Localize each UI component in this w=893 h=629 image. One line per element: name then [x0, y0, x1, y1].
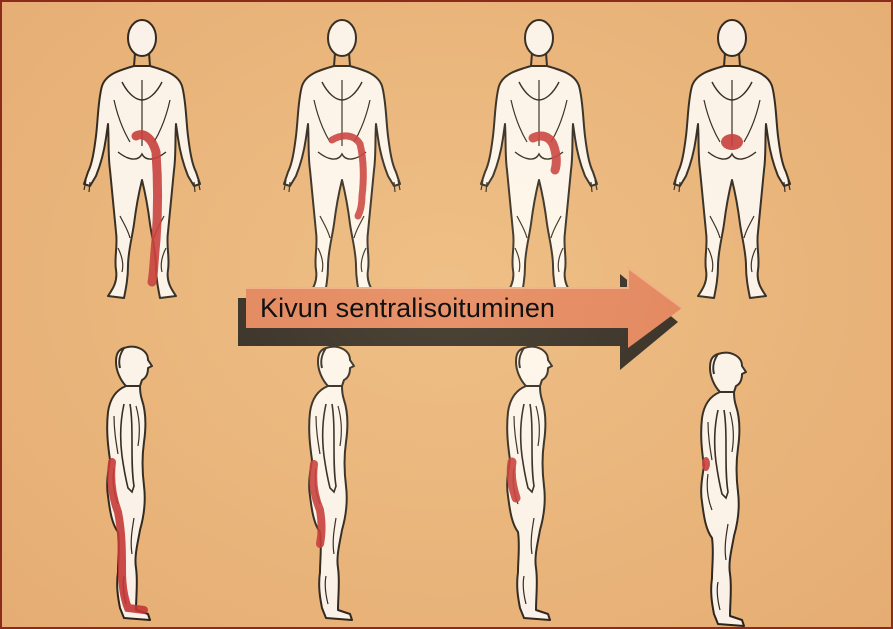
back-figure-stage-4	[674, 20, 790, 298]
back-figure-stage-2	[284, 20, 400, 298]
back-figure-stage-1	[84, 20, 200, 298]
side-figure-stage-1	[107, 347, 152, 620]
pain-region-stage-4-back	[721, 134, 743, 150]
side-figure-stage-2	[309, 347, 354, 620]
side-figure-stage-3	[507, 347, 552, 620]
pain-region-stage-4-side	[702, 457, 710, 471]
arrow-label: Kivun sentralisoituminen	[260, 289, 630, 327]
back-figure-stage-3	[481, 20, 597, 298]
pain-region-stage-3-side	[511, 462, 516, 498]
side-figure-stage-4	[701, 353, 746, 626]
